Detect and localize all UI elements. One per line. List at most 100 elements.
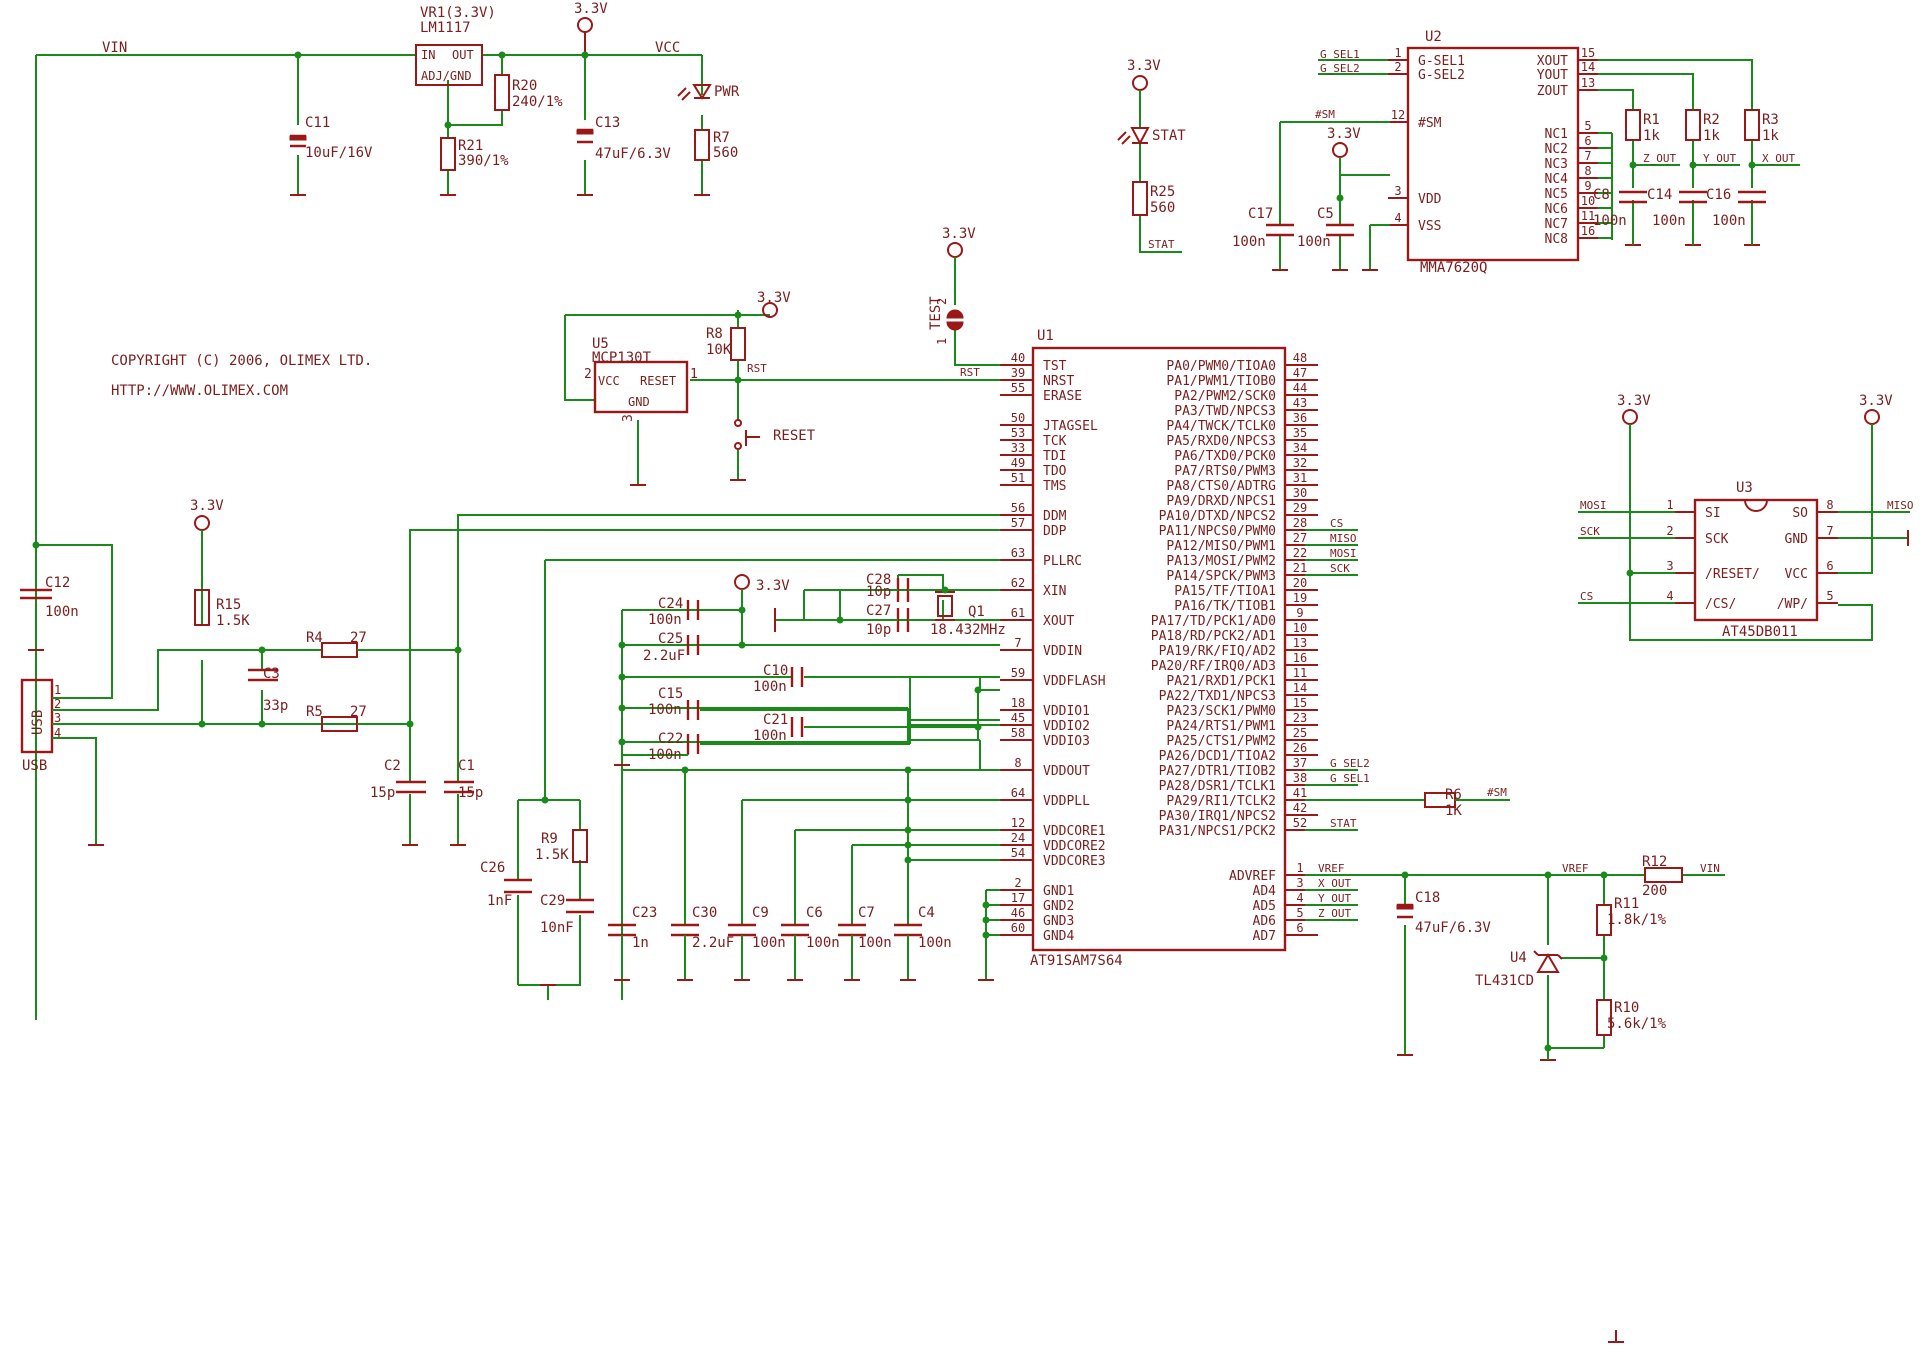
u1-pin-26-name: PA26/DCD1/TIOA2 [1159, 749, 1276, 764]
u1-pin-36-name: PA4/TWCK/TCLK0 [1166, 419, 1276, 434]
u1-pin-41-name: PA29/RI1/TCLK2 [1166, 794, 1276, 809]
u1-pin-44-number: 44 [1293, 381, 1307, 395]
u1-pin-60-name: GND4 [1043, 929, 1074, 944]
net-vin-label: VIN [102, 40, 127, 56]
u1-pin-60-number: 60 [1011, 921, 1025, 935]
u1-pin-45-name: VDDIO2 [1043, 719, 1090, 734]
c5-ref: C5 [1317, 206, 1334, 222]
u1-pin-16-name: PA20/RF/IRQ0/AD3 [1151, 659, 1276, 674]
r6-val: 1K [1445, 803, 1462, 819]
u2-pin-1-name: G-SEL1 [1418, 54, 1465, 69]
u1-pin-26-number: 26 [1293, 741, 1307, 755]
u2-pin-13-name: ZOUT [1537, 84, 1568, 99]
u1-pin-42-name: PA30/IRQ1/NPCS2 [1159, 809, 1276, 824]
usb-section: USB USB 1 2 3 4 3.3V R15 1.5K C3 33p R4 … [20, 498, 1000, 846]
u1-pin-4-number: 4 [1296, 891, 1303, 905]
u2-pin-6-number: 6 [1584, 134, 1591, 148]
u1-pin-7-number: 7 [1014, 636, 1021, 650]
r20-val: 240/1% [512, 94, 563, 110]
u1-pin-64-number: 64 [1011, 786, 1025, 800]
u1-pin-61-number: 61 [1011, 606, 1025, 620]
u1-pin-53-number: 53 [1011, 426, 1025, 440]
u1-net-sm: #SM [1487, 786, 1507, 799]
u3-name: U3 [1736, 480, 1753, 496]
u2-pin-13-number: 13 [1581, 76, 1595, 90]
u1-pin-38-number: 38 [1293, 771, 1307, 785]
u1-pin-29-name: PA10/DTXD/NPCS2 [1159, 509, 1276, 524]
u5-gnd: GND [628, 395, 650, 409]
u1-pin-43-number: 43 [1293, 396, 1307, 410]
u1-pin-15-name: PA23/SCK1/PWM0 [1166, 704, 1276, 719]
u1-pin-19-name: PA16/TK/TIOB1 [1174, 599, 1276, 614]
r7-val: 560 [713, 145, 738, 161]
u1-pin-3-name: AD4 [1253, 884, 1277, 899]
u1-mcu: U1 AT91SAM7S64 40TST39NRST55ERASE50JTAGS… [1000, 328, 1318, 969]
r15-3v3-label: 3.3V [190, 498, 224, 514]
c12-val: 100n [45, 604, 79, 620]
r2-val: 1k [1703, 128, 1720, 144]
u3-3v3-right-label: 3.3V [1859, 393, 1893, 409]
u1-pin-51-number: 51 [1011, 471, 1025, 485]
u2-part: MMA7620Q [1420, 260, 1487, 276]
u1-pin-63-name: PLLRC [1043, 554, 1082, 569]
c6-val: 100n [806, 935, 840, 951]
c22-ref: C22 [658, 731, 683, 747]
c2-ref: C2 [384, 758, 401, 774]
u1-net-stat: STAT [1330, 817, 1357, 830]
c8-val: 100n [1593, 213, 1627, 229]
u1-pin-31-number: 31 [1293, 471, 1307, 485]
u1-pin-32-number: 32 [1293, 456, 1307, 470]
u1-net-gsel2: G_SEL2 [1330, 757, 1370, 770]
u1-pin-30-name: PA9/DRXD/NPCS1 [1166, 494, 1276, 509]
u1-pin-18-name: VDDIO1 [1043, 704, 1090, 719]
r4-ref: R4 [306, 630, 323, 646]
u1-name: U1 [1037, 328, 1054, 344]
u2-pin-2-number: 2 [1394, 60, 1401, 74]
usb-connector-body [20, 678, 54, 754]
r25-ref: R25 [1150, 184, 1175, 200]
u2-pin-10-name: NC6 [1545, 202, 1568, 217]
r5-val: 27 [350, 704, 367, 720]
u5-pin3: 3 [621, 414, 636, 422]
vddin-3v3-label: 3.3V [756, 578, 790, 594]
u3-pin-1-name: SI [1705, 506, 1721, 521]
u2-pin-2-name: G-SEL2 [1418, 68, 1465, 83]
u1-pin-13-name: PA19/RK/FIQ/AD2 [1159, 644, 1276, 659]
u3-pin-3-name: /RESET/ [1705, 567, 1760, 582]
u5-vcc: VCC [598, 374, 620, 388]
u2-pin-5-number: 5 [1584, 119, 1591, 133]
u1-pin-31-name: PA8/CTS0/ADTRG [1166, 479, 1276, 494]
u2-net-gsel2: G_SEL2 [1320, 62, 1360, 75]
u2-pin-12-number: 12 [1391, 108, 1405, 122]
u1-pin-6-name: AD7 [1253, 929, 1276, 944]
lm1117-out: OUT [452, 48, 474, 62]
u3-pin-7-name: GND [1785, 532, 1809, 547]
c26-ref: C26 [480, 860, 505, 876]
stray-ground-symbol [1608, 1330, 1624, 1343]
u1-pin-36-number: 36 [1293, 411, 1307, 425]
c17-val: 100n [1232, 234, 1266, 250]
c10-ref: C10 [763, 663, 788, 679]
q1-value: 18.432MHz [930, 622, 1006, 638]
u2-accelerometer: U2 MMA7620Q 1G-SEL12G-SEL212#SM3VDD4VSS … [1232, 29, 1800, 276]
u1-pin-58-name: VDDIO3 [1043, 734, 1090, 749]
u1-pin-55-number: 55 [1011, 381, 1025, 395]
c1-ref: C1 [458, 758, 475, 774]
u2-pin-11-name: NC7 [1545, 217, 1568, 232]
c23-val: 1n [632, 935, 649, 951]
u2-pin-16-number: 16 [1581, 224, 1595, 238]
u2-pin-1-number: 1 [1394, 46, 1401, 60]
u1-pin-10-name: PA18/RD/PCK2/AD1 [1151, 629, 1276, 644]
u1-pin-33-number: 33 [1011, 441, 1025, 455]
vref-vin-label: VIN [1700, 862, 1720, 875]
u2-pin-7-name: NC3 [1545, 157, 1568, 172]
u1-pin-42-number: 42 [1293, 801, 1307, 815]
r21-val: 390/1% [458, 153, 509, 169]
u2-pin-9-name: NC5 [1545, 187, 1568, 202]
c7-val: 100n [858, 935, 892, 951]
c21-val: 100n [753, 728, 787, 744]
u1-pin-21-name: PA14/SPCK/PWM3 [1166, 569, 1276, 584]
u1-pin-62-name: XIN [1043, 584, 1066, 599]
